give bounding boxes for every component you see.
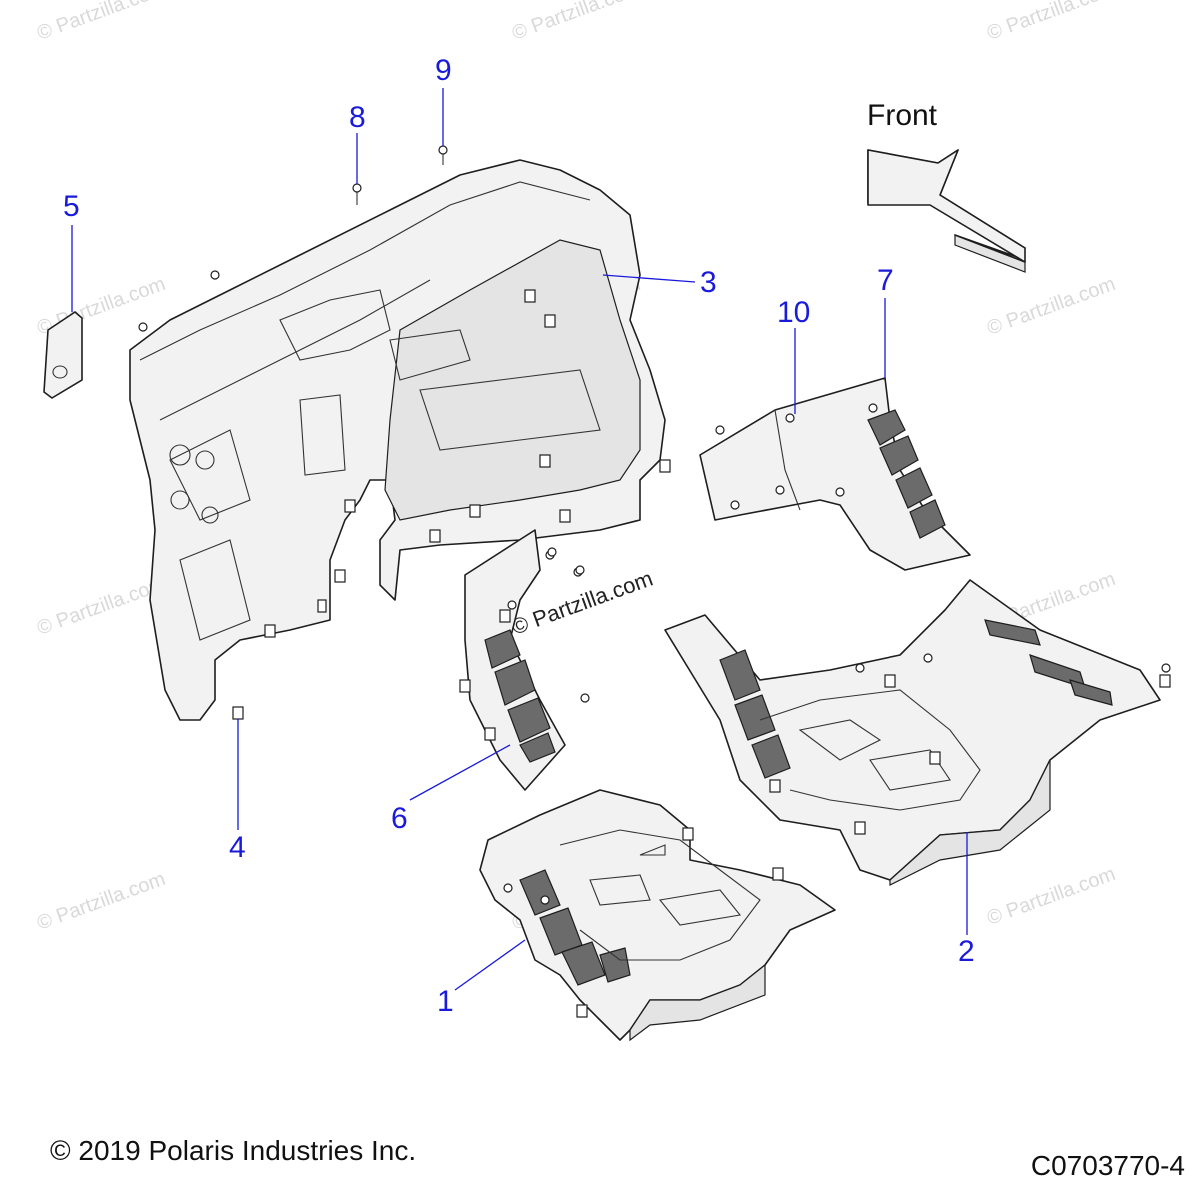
callout-9: 9	[435, 54, 452, 87]
leader-1	[454, 939, 526, 991]
leader-3	[602, 274, 696, 283]
callout-7: 7	[877, 264, 894, 297]
watermark: © Partzilla.com	[34, 0, 168, 45]
callouts: 1 2 3 4 5 6 7 8 9 10	[63, 54, 975, 1018]
part-1-left-floor	[479, 789, 836, 1042]
callout-10: 10	[777, 296, 810, 329]
front-arrow: Front	[867, 99, 1026, 273]
callout-1: 1	[437, 985, 454, 1018]
part-2-right-floor	[664, 579, 1171, 886]
callout-3: 3	[700, 266, 717, 299]
watermark: © Partzilla.com	[984, 0, 1118, 45]
leader-6	[409, 744, 511, 801]
copyright-text: © 2019 Polaris Industries Inc.	[50, 1135, 416, 1166]
callout-6: 6	[391, 802, 408, 835]
part-9-screw	[438, 145, 448, 165]
diagram-code: C0703770-4	[1031, 1150, 1185, 1181]
watermark: © Partzilla.com	[984, 273, 1118, 340]
callout-8: 8	[349, 101, 366, 134]
watermark: © Partzilla.com	[34, 573, 168, 640]
part-3-dash-panel	[129, 159, 671, 721]
callout-2: 2	[958, 935, 975, 968]
callout-4: 4	[229, 831, 246, 864]
watermark: © Partzilla.com	[509, 0, 643, 45]
front-label: Front	[867, 99, 938, 132]
leader-lines	[71, 88, 968, 991]
part-7-side-panel	[699, 377, 971, 571]
part-5-cover	[43, 311, 83, 399]
watermark: © Partzilla.com	[984, 863, 1118, 930]
part-4-clip	[232, 706, 244, 720]
watermark: © Partzilla.com	[34, 868, 168, 935]
part-6-console-panel	[459, 529, 590, 791]
callout-5: 5	[63, 190, 80, 223]
part-8-screw	[352, 183, 362, 205]
